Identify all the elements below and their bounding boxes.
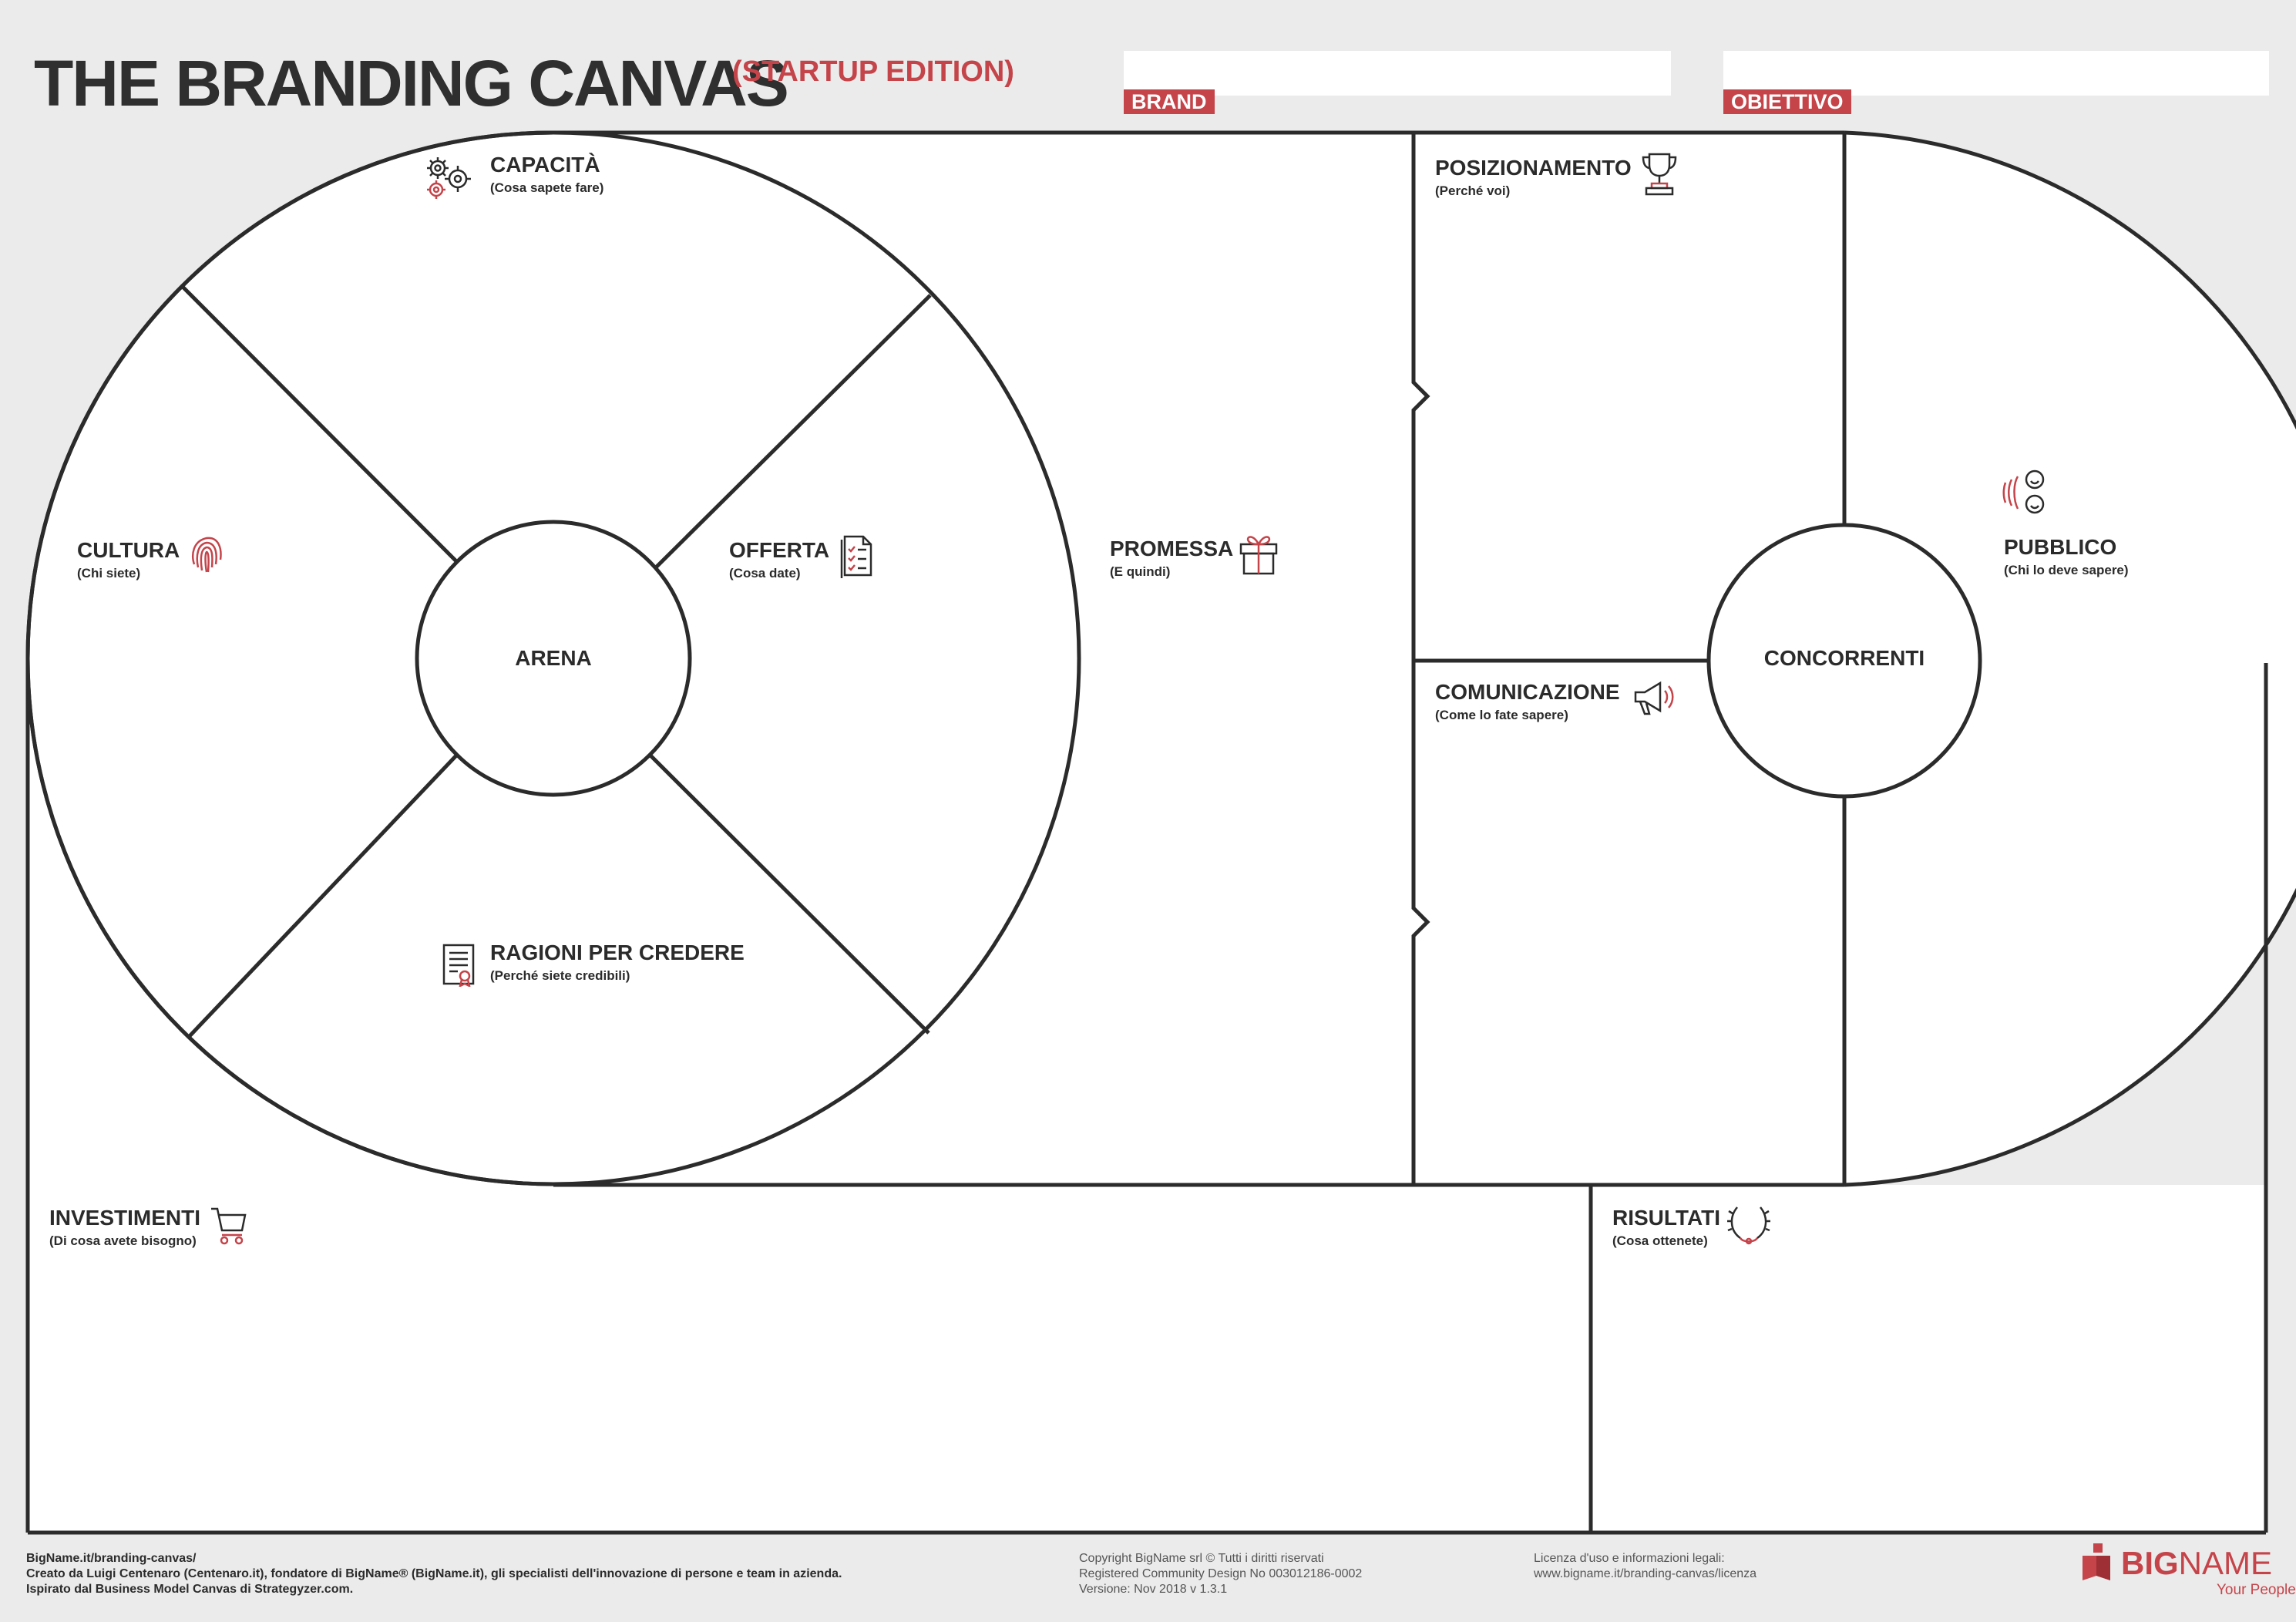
pubblico-title: PUBBLICO bbox=[2004, 535, 2117, 559]
block-ragioni[interactable]: RAGIONI PER CREDERE (Perché siete credib… bbox=[490, 941, 745, 984]
canvas-title: THE BRANDING CANVAS bbox=[34, 47, 789, 119]
risultati-title: RISULTATI bbox=[1612, 1206, 1720, 1230]
investimenti-title: INVESTIMENTI bbox=[49, 1206, 201, 1230]
bigname-logo: BIGNAME bbox=[2121, 1545, 2272, 1582]
offerta-subtitle: (Cosa date) bbox=[729, 566, 801, 580]
cultura-title: CULTURA bbox=[77, 538, 180, 562]
audience-icon bbox=[2002, 469, 2045, 514]
brand-label: BRAND bbox=[1124, 89, 1215, 114]
block-investimenti[interactable]: INVESTIMENTI (Di cosa avete bisogno) bbox=[49, 1206, 200, 1249]
checklist-icon bbox=[840, 535, 872, 578]
risultati-subtitle: (Cosa ottenete) bbox=[1612, 1233, 1708, 1248]
block-capacita[interactable]: CAPACITÀ (Cosa sapete fare) bbox=[490, 153, 603, 196]
posizionamento-subtitle: (Perché voi) bbox=[1435, 183, 1511, 198]
logo-big: BIG bbox=[2121, 1545, 2179, 1581]
footer-inspired: Ispirato dal Business Model Canvas di St… bbox=[26, 1583, 354, 1596]
block-risultati[interactable]: RISULTATI (Cosa ottenete) bbox=[1612, 1206, 1720, 1249]
goal-field[interactable] bbox=[1723, 51, 2269, 96]
logo-name: NAME bbox=[2178, 1545, 2273, 1581]
goal-label: OBIETTIVO bbox=[1723, 89, 1851, 114]
trophy-icon bbox=[1642, 153, 1677, 196]
block-pubblico[interactable]: PUBBLICO (Chi lo deve sapere) bbox=[2004, 535, 2129, 578]
block-posizionamento[interactable]: POSIZIONAMENTO (Perché voi) bbox=[1435, 156, 1632, 199]
footer-license-label: Licenza d'uso e informazioni legali: bbox=[1534, 1552, 1725, 1565]
comunicazione-title: COMUNICAZIONE bbox=[1435, 680, 1620, 704]
pubblico-subtitle: (Chi lo deve sapere) bbox=[2004, 563, 2129, 577]
block-promessa[interactable]: PROMESSA (E quindi) bbox=[1110, 537, 1233, 580]
block-arena[interactable]: ARENA bbox=[515, 646, 592, 670]
footer-design-no: Registered Community Design No 003012186… bbox=[1079, 1567, 1363, 1580]
capacita-subtitle: (Cosa sapete fare) bbox=[490, 180, 604, 195]
footer-copyright: Copyright BigName srl © Tutti i diritti … bbox=[1079, 1552, 1324, 1565]
block-comunicazione[interactable]: COMUNICAZIONE (Come lo fate sapere) bbox=[1435, 680, 1620, 723]
capacita-title: CAPACITÀ bbox=[490, 153, 600, 177]
block-concorrenti[interactable]: CONCORRENTI bbox=[1763, 646, 1925, 670]
footer-link[interactable]: BigName.it/branding-canvas/ bbox=[26, 1552, 197, 1565]
footer-version: Versione: Nov 2018 v 1.3.1 bbox=[1079, 1583, 1228, 1596]
footer-license-link[interactable]: www.bigname.it/branding-canvas/licenza bbox=[1534, 1567, 1757, 1580]
cultura-subtitle: (Chi siete) bbox=[77, 566, 141, 580]
laurel-icon bbox=[1727, 1206, 1770, 1245]
logo-tagline: Your People. bbox=[2217, 1582, 2296, 1598]
brand-field[interactable] bbox=[1124, 51, 1671, 96]
gift-icon bbox=[1239, 536, 1278, 575]
megaphone-icon bbox=[1634, 681, 1674, 715]
block-offerta[interactable]: OFFERTA (Cosa date) bbox=[729, 538, 829, 581]
promessa-subtitle: (E quindi) bbox=[1110, 564, 1171, 579]
block-cultura[interactable]: CULTURA (Chi siete) bbox=[77, 538, 180, 581]
fingerprint-icon bbox=[192, 537, 222, 573]
footer-middle: Copyright BigName srl © Tutti i diritti … bbox=[1079, 1551, 1362, 1597]
comunicazione-subtitle: (Come lo fate sapere) bbox=[1435, 708, 1568, 722]
ragioni-subtitle: (Perché siete credibili) bbox=[490, 968, 630, 983]
footer-credits: Creato da Luigi Centenaro (Centenaro.it)… bbox=[26, 1567, 842, 1580]
footer-left: BigName.it/branding-canvas/ Creato da Lu… bbox=[26, 1551, 842, 1597]
certificate-icon bbox=[442, 944, 475, 987]
canvas-edition: (STARTUP EDITION) bbox=[732, 56, 1014, 88]
footer-right: Licenza d'uso e informazioni legali: www… bbox=[1534, 1551, 1756, 1582]
offerta-title: OFFERTA bbox=[729, 538, 830, 562]
investimenti-subtitle: (Di cosa avete bisogno) bbox=[49, 1233, 197, 1248]
promessa-title: PROMESSA bbox=[1110, 537, 1234, 560]
cart-icon bbox=[211, 1207, 247, 1245]
ragioni-title: RAGIONI PER CREDERE bbox=[490, 941, 745, 964]
posizionamento-title: POSIZIONAMENTO bbox=[1435, 156, 1632, 180]
bigname-logo-icon bbox=[2083, 1543, 2110, 1580]
gears-icon bbox=[427, 157, 471, 199]
